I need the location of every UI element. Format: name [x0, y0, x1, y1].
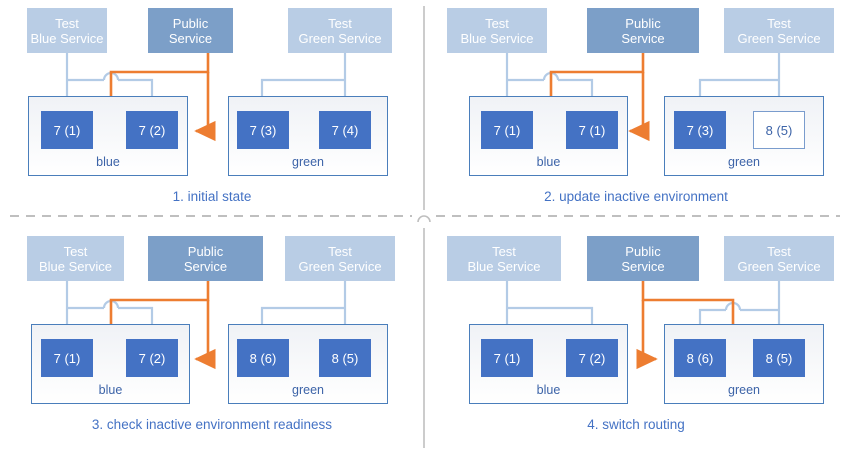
test-blue-service-box-p3[interactable]: Test Blue Service [27, 236, 124, 281]
node-blue-2-p1[interactable]: 7 (2) [126, 111, 178, 149]
node-blue-2-p4[interactable]: 7 (2) [566, 339, 618, 377]
svc-label-line1: Test [328, 243, 352, 259]
public-service-box-p4[interactable]: Public Service [587, 236, 699, 281]
env-blue-label: blue [536, 155, 561, 169]
svc-label-line2: Blue Service [30, 30, 104, 46]
node-blue-1-p3[interactable]: 7 (1) [41, 339, 93, 377]
svc-label-line1: Test [767, 15, 791, 31]
node-green-1-p4[interactable]: 8 (6) [674, 339, 726, 377]
test-blue-service-box-p1[interactable]: Test Blue Service [27, 8, 107, 53]
svc-label-line2: Green Service [737, 258, 821, 274]
public-service-box-p2[interactable]: Public Service [587, 8, 699, 53]
svc-label-line2: Service [168, 30, 213, 46]
test-blue-service-box-p2[interactable]: Test Blue Service [447, 8, 547, 53]
public-service-box-p3[interactable]: Public Service [148, 236, 263, 281]
svc-label-line2: Service [621, 30, 665, 46]
svc-label-line2: Green Service [298, 30, 382, 46]
test-green-service-box-p1[interactable]: Test Green Service [288, 8, 392, 53]
svc-label-line2: Green Service [298, 258, 382, 274]
svc-label-line1: Public [625, 243, 661, 259]
node-green-1-p2[interactable]: 7 (3) [674, 111, 726, 149]
svc-label-line1: Test [328, 15, 352, 31]
node-green-2-p1[interactable]: 7 (4) [319, 111, 371, 149]
test-blue-service-box-p4[interactable]: Test Blue Service [447, 236, 561, 281]
node-blue-1-p4[interactable]: 7 (1) [481, 339, 533, 377]
env-green-label: green [728, 383, 760, 397]
env-blue-label: blue [536, 383, 561, 397]
node-blue-1-p1[interactable]: 7 (1) [41, 111, 93, 149]
test-green-service-box-p3[interactable]: Test Green Service [285, 236, 395, 281]
svc-label-line2: Service [621, 258, 665, 274]
panel-3-caption: 3. check inactive environment readiness [91, 417, 333, 432]
env-blue-label: blue [96, 155, 120, 169]
env-blue-label: blue [98, 383, 123, 397]
env-green-label: green [728, 155, 760, 169]
panel-4-caption: 4. switch routing [587, 417, 685, 432]
svc-label-line2: Blue Service [467, 258, 541, 274]
svc-label-line1: Test [492, 243, 516, 259]
divider-dashed-vertical [417, 6, 431, 448]
svc-label-line1: Test [63, 243, 88, 259]
svc-label-line2: Blue Service [460, 30, 534, 46]
node-blue-1-p2[interactable]: 7 (1) [481, 111, 533, 149]
svc-label-line1: Public [172, 15, 209, 31]
svc-label-line1: Test [485, 15, 509, 31]
svc-label-line2: Green Service [737, 30, 821, 46]
node-green-2-p2[interactable]: 8 (5) [753, 111, 805, 149]
node-green-2-p4[interactable]: 8 (5) [753, 339, 805, 377]
svc-label-line1: Public [625, 15, 661, 31]
svc-label-line2: Service [183, 258, 228, 274]
svc-label-line2: Blue Service [39, 258, 112, 274]
svc-label-line1: Public [187, 243, 224, 259]
node-blue-2-p2[interactable]: 7 (1) [566, 111, 618, 149]
node-green-1-p3[interactable]: 8 (6) [237, 339, 289, 377]
node-green-2-p3[interactable]: 8 (5) [319, 339, 371, 377]
svc-label-line1: Test [55, 15, 79, 31]
test-green-service-box-p4[interactable]: Test Green Service [724, 236, 834, 281]
env-green-label: green [292, 155, 324, 169]
test-green-service-box-p2[interactable]: Test Green Service [724, 8, 834, 53]
public-service-box-p1[interactable]: Public Service [148, 8, 233, 53]
node-green-1-p1[interactable]: 7 (3) [237, 111, 289, 149]
svc-label-line1: Test [767, 243, 791, 259]
node-blue-2-p3[interactable]: 7 (2) [126, 339, 178, 377]
env-green-label: green [292, 383, 324, 397]
panel-1-caption: 1. initial state [172, 189, 252, 204]
panel-2-caption: 2. update inactive environment [544, 189, 728, 204]
